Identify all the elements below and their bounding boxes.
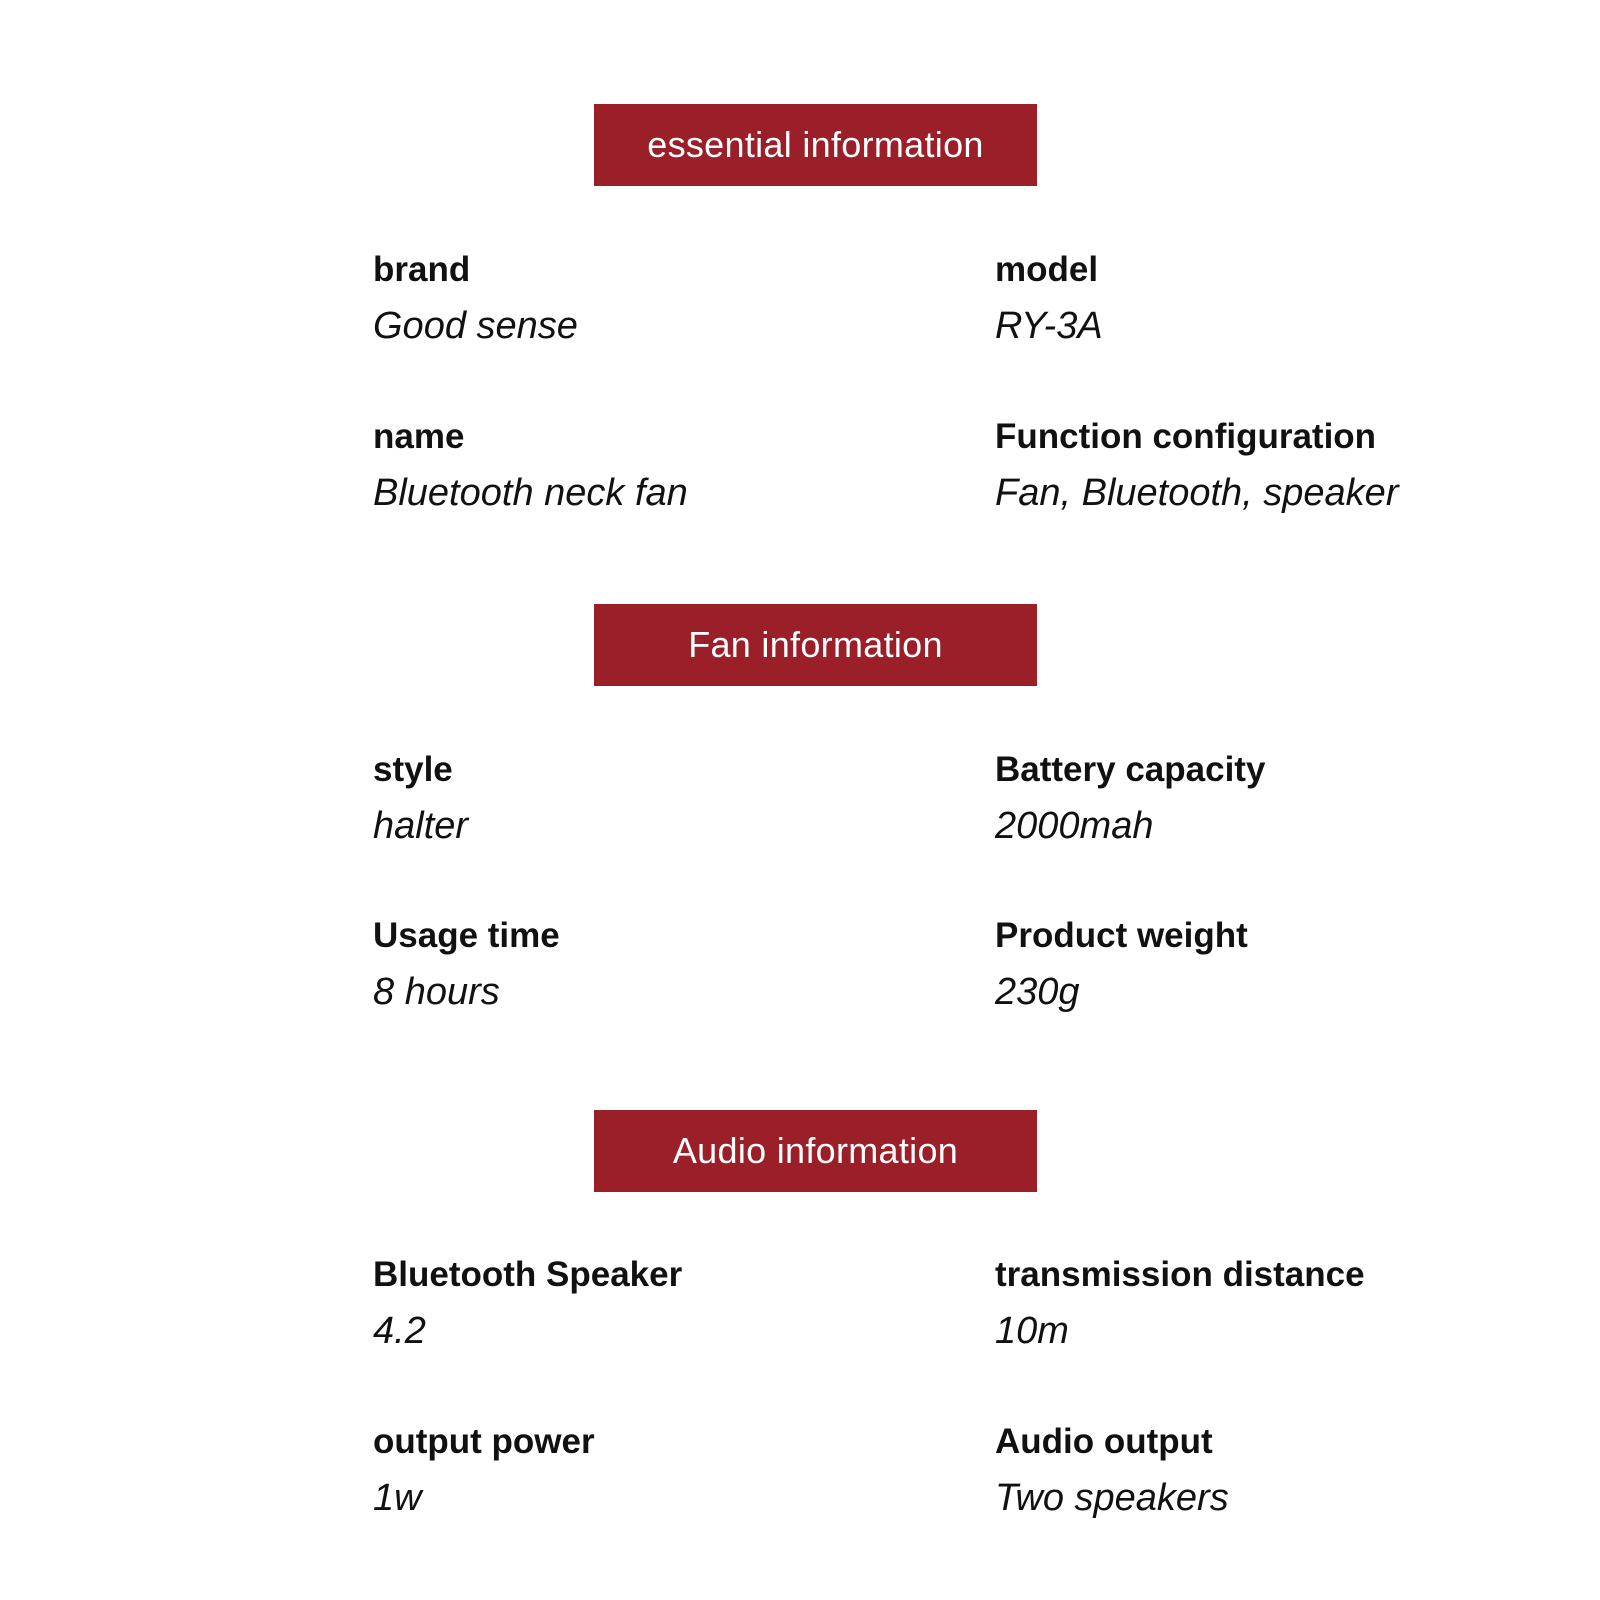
spec-value: Two speakers: [995, 1477, 1229, 1519]
spec-usage-time: Usage time 8 hours: [373, 914, 933, 1018]
spec-label: Function configuration: [995, 417, 1377, 456]
section-title-essential-information: essential information: [594, 104, 1037, 186]
section-title-audio-information: Audio information: [594, 1110, 1037, 1192]
spec-label: Audio output: [995, 1422, 1213, 1461]
spec-label: model: [995, 250, 1099, 289]
spec-value: 1w: [373, 1477, 422, 1519]
spec-value: 10m: [995, 1310, 1069, 1352]
spec-value: Fan, Bluetooth, speaker: [995, 472, 1399, 514]
spec-value: halter: [373, 805, 469, 847]
spec-value: 4.2: [373, 1310, 426, 1352]
spec-label: Battery capacity: [995, 750, 1266, 789]
spec-model: model RY-3A: [995, 248, 1555, 352]
spec-label: style: [373, 750, 453, 789]
spec-value: 8 hours: [373, 971, 500, 1013]
spec-brand: brand Good sense: [373, 248, 933, 352]
spec-style: style halter: [373, 748, 933, 852]
spec-label: output power: [373, 1422, 595, 1461]
spec-audio-output: Audio output Two speakers: [995, 1420, 1555, 1524]
spec-battery-capacity: Battery capacity 2000mah: [995, 748, 1555, 852]
spec-label: Bluetooth Speaker: [373, 1255, 683, 1294]
spec-label: Product weight: [995, 916, 1248, 955]
spec-value: Bluetooth neck fan: [373, 472, 688, 514]
spec-value: Good sense: [373, 305, 578, 347]
section-title-fan-information: Fan information: [594, 604, 1037, 686]
spec-bluetooth-speaker: Bluetooth Speaker 4.2: [373, 1253, 933, 1357]
spec-name: name Bluetooth neck fan: [373, 415, 933, 519]
spec-label: Usage time: [373, 916, 560, 955]
spec-label: name: [373, 417, 465, 456]
spec-product-weight: Product weight 230g: [995, 914, 1555, 1018]
spec-value: 2000mah: [995, 805, 1154, 847]
spec-value: 230g: [995, 971, 1080, 1013]
spec-output-power: output power 1w: [373, 1420, 933, 1524]
spec-function-configuration: Function configuration Fan, Bluetooth, s…: [995, 415, 1555, 519]
spec-label: brand: [373, 250, 471, 289]
spec-value: RY-3A: [995, 305, 1103, 347]
spec-label: transmission distance: [995, 1255, 1365, 1294]
spec-transmission-distance: transmission distance 10m: [995, 1253, 1555, 1357]
